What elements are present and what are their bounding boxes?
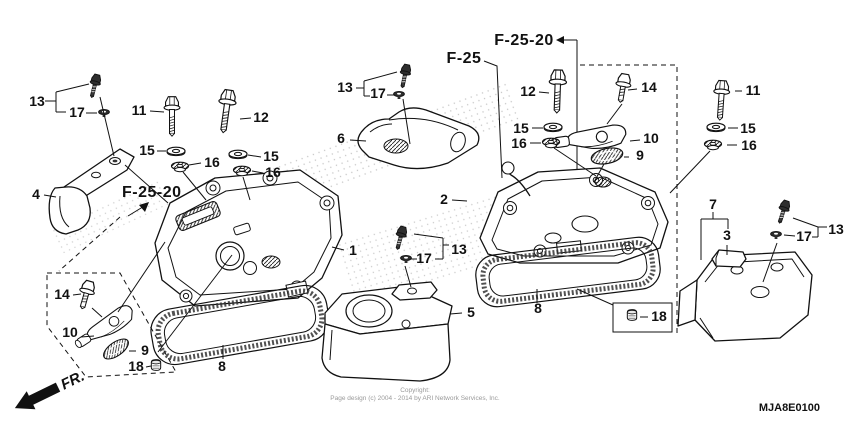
callout-17-top-mid[interactable]: 17 (370, 85, 386, 101)
callout-15-top-right[interactable]: 15 (740, 120, 756, 136)
callout-2[interactable]: 2 (440, 191, 448, 207)
callout-13-right[interactable]: 13 (828, 221, 844, 237)
washer-15-left-a[interactable] (166, 146, 186, 157)
ref-f2520-left[interactable]: F-25-20 (122, 184, 182, 201)
washer-15-left-b[interactable] (228, 149, 248, 160)
leader-lines (43, 71, 827, 368)
part-5-cover[interactable] (321, 281, 453, 382)
callout-1[interactable]: 1 (349, 242, 357, 258)
callout-14-top-right[interactable]: 14 (641, 79, 657, 95)
callout-9-top-right[interactable]: 9 (636, 147, 644, 163)
washer-17-top-mid[interactable] (393, 90, 405, 100)
part-3-mount-rubber[interactable] (711, 249, 747, 268)
callout-4[interactable]: 4 (32, 186, 40, 202)
part-1-cylinder-head-cover[interactable] (154, 169, 343, 307)
washer-15-mid[interactable] (543, 122, 563, 133)
bolt-11-top-left[interactable] (163, 96, 181, 137)
part-8-gasket-right[interactable] (474, 235, 663, 309)
grommet-16-left-a[interactable] (170, 161, 190, 173)
callout-15-mid[interactable]: 15 (513, 120, 529, 136)
part-6-cover[interactable] (357, 107, 480, 170)
bolt-13-top-mid[interactable] (396, 63, 413, 90)
callout-16-left-b[interactable]: 16 (265, 164, 281, 180)
callout-12-mid[interactable]: 12 (520, 83, 536, 99)
diagram-code: MJA8E0100 (759, 402, 820, 414)
front-direction-marker: FR. (14, 368, 87, 410)
bolt-13-right[interactable] (774, 198, 793, 226)
callout-14-bottom-left[interactable]: 14 (54, 286, 70, 302)
callout-15-left-a[interactable]: 15 (139, 142, 155, 158)
bolt-12-mid[interactable] (547, 69, 568, 114)
callout-11-top-right[interactable]: 11 (746, 82, 761, 98)
grommet-16-top-right[interactable] (703, 139, 723, 151)
bolt-14-bottom-left[interactable] (74, 278, 98, 312)
part-4-stay[interactable] (48, 148, 135, 235)
callout-10-bottom-left[interactable]: 10 (62, 324, 78, 340)
bolt-12-top-left[interactable] (214, 88, 239, 135)
callout-16-top-right[interactable]: 16 (741, 137, 757, 153)
callout-5[interactable]: 5 (467, 304, 475, 320)
front-arrow-icon (14, 382, 61, 410)
cap-18-bottom-left[interactable] (150, 359, 162, 371)
part-9-seal-left[interactable] (99, 334, 133, 364)
callout-18-bottom-left[interactable]: 18 (128, 358, 144, 374)
part-7-cover[interactable] (677, 251, 813, 342)
callout-3[interactable]: 3 (723, 227, 731, 243)
callout-8-right[interactable]: 8 (534, 300, 542, 316)
copyright-line-1: Copyright: (400, 387, 430, 394)
callout-16-left-a[interactable]: 16 (204, 154, 220, 170)
callout-10-top-right[interactable]: 10 (643, 130, 659, 146)
bolt-11-top-right[interactable] (711, 79, 731, 122)
callout-13-mid[interactable]: 13 (451, 241, 467, 257)
cap-18-right[interactable] (626, 309, 638, 321)
ref-f25[interactable]: F-25 (447, 50, 482, 67)
callout-13-top-mid[interactable]: 13 (337, 79, 353, 95)
copyright-line-2: Page design (c) 2004 - 2014 by ARI Netwo… (330, 395, 500, 402)
callout-17-top-left[interactable]: 17 (69, 104, 85, 120)
callout-11-top-left[interactable]: 11 (132, 102, 147, 118)
washer-17-right[interactable] (770, 230, 782, 240)
callout-18-right[interactable]: 18 (651, 308, 667, 324)
ref-f2520-top[interactable]: F-25-20 (494, 32, 554, 49)
front-label: FR. (58, 368, 87, 394)
bolt-14-top-right[interactable] (612, 72, 634, 105)
bolt-13-top-left[interactable] (86, 72, 103, 100)
washer-15-top-right[interactable] (706, 122, 726, 133)
callout-6[interactable]: 6 (337, 130, 345, 146)
callout-17-right[interactable]: 17 (796, 228, 812, 244)
callout-7[interactable]: 7 (709, 196, 717, 212)
callout-12-top-left[interactable]: 12 (253, 109, 269, 125)
callout-16-mid[interactable]: 16 (511, 135, 527, 151)
callout-17-mid[interactable]: 17 (416, 250, 432, 266)
callout-15-left-b[interactable]: 15 (263, 148, 279, 164)
reference-labels: F-25 F-25-20 F-25-20 (122, 32, 554, 201)
callout-8-left[interactable]: 8 (218, 358, 226, 374)
callout-labels: 13 17 11 12 15 16 15 16 4 13 17 6 12 15 … (29, 79, 844, 374)
construction-lines (46, 36, 678, 378)
callout-9-bottom-left[interactable]: 9 (141, 342, 149, 358)
callout-13-top-left[interactable]: 13 (29, 93, 45, 109)
